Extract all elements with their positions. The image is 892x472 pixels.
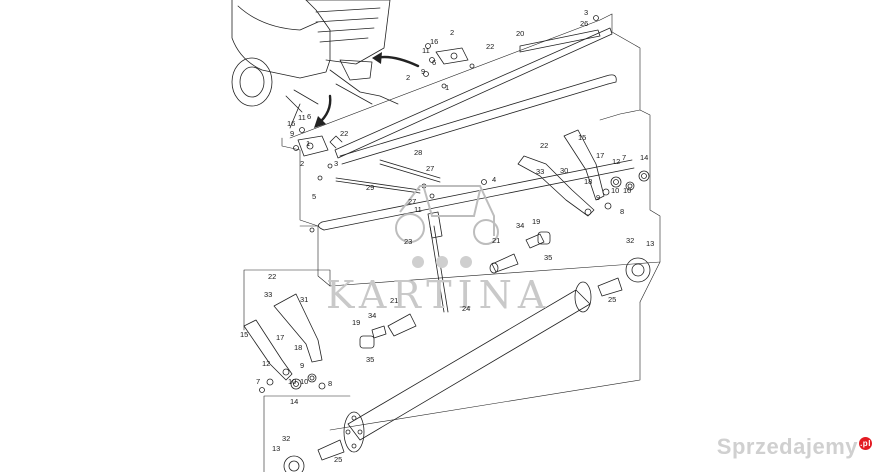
bushing-parts-left [359,313,417,349]
callout-label: 5 [312,192,316,201]
callout-label: 13 [646,239,654,248]
rod-parts-28-29 [335,159,441,194]
callout-label: 10 [300,377,308,386]
callout-label: 32 [282,434,290,443]
callout-label: 32 [626,236,634,245]
callout-label: 14 [290,397,298,406]
callout-label: 6 [307,112,311,121]
callout-label: 23 [404,237,412,246]
callout-label: 9 [596,193,600,202]
callout-label: 8 [328,379,332,388]
callout-label: 12 [262,359,270,368]
callout-label: 17 [596,151,604,160]
callout-label: 7 [256,377,260,386]
callout-label: 17 [276,333,284,342]
callout-label: 21 [390,296,398,305]
callout-label: 22 [540,141,548,150]
callout-label: 16 [430,37,438,46]
roller-part-24 [343,281,592,453]
callout-label: 33 [536,167,544,176]
callout-label: 25 [334,455,342,464]
callout-label: 11 [298,113,306,122]
bushing-parts-right [489,231,551,274]
callout-label: 27 [408,197,416,206]
callout-label: 13 [272,444,280,453]
callout-label: 1 [306,139,310,148]
callout-label: 29 [366,183,374,192]
callout-label: 10 [288,377,296,386]
callout-label: 10 [611,186,619,195]
callout-label: 2 [450,28,454,37]
watermark: KARTINA [326,185,551,317]
callout-label: 21 [492,236,500,245]
callout-label: 18 [584,177,592,186]
callout-label: 19 [532,217,540,226]
rail-part-1 [339,74,617,165]
assembly-outline [243,13,661,472]
callout-label: 11 [414,205,422,214]
callout-label: 20 [516,29,524,38]
callout-label: 11 [422,46,430,55]
callout-label: 12 [612,157,620,166]
callout-label: 8 [620,207,624,216]
baler-machine-outline [231,0,399,129]
callout-label: 19 [352,318,360,327]
callout-label: 10 [623,186,631,195]
callout-label: 22 [268,272,276,281]
crossbar-part-20 [329,27,613,159]
right-arm-assembly-upper [517,129,650,217]
sprocket-parts-32 [283,257,651,472]
callout-label: 9 [300,361,304,370]
callout-label: 3 [334,159,338,168]
callout-label: 34 [516,221,524,230]
callout-label: 6 [432,58,436,67]
callout-label: 30 [560,166,568,175]
callout-label: 2 [406,73,410,82]
callout-label: 22 [486,42,494,51]
callout-label: 33 [264,290,272,299]
callout-label: 34 [368,311,376,320]
shaft-end-parts-25 [317,277,623,461]
upper-left-bracket [297,47,469,157]
callout-label: 9 [290,129,294,138]
callout-label: 3 [584,8,588,17]
left-arm-assembly-lower [243,293,326,393]
callout-label: 2 [300,159,304,168]
pointer-arrows [316,55,420,126]
callout-label: 31 [300,295,308,304]
callout-label: 25 [608,295,616,304]
callout-label: 7 [622,153,626,162]
callout-label: 28 [414,148,422,157]
callout-label: 26 [580,19,588,28]
callout-label: 27 [426,164,434,173]
callout-label: 4 [492,175,496,184]
site-brand-watermark: Sprzedajemy.pl [717,434,872,460]
callout-label: 35 [544,253,552,262]
callout-label: 16 [287,119,295,128]
callout-label: 9 [421,67,425,76]
gas-spring-part-23 [427,211,449,313]
brand-name: Sprzedajemy [716,434,858,459]
callout-label: 24 [462,304,470,313]
callout-label: 35 [366,355,374,364]
callout-label: 1 [445,83,449,92]
callout-label: 18 [294,343,302,352]
callout-label: 14 [640,153,648,162]
callout-label: 15 [578,133,586,142]
callout-label: 15 [240,330,248,339]
rail-part-5 [318,159,635,231]
watermark-text: KARTINA [326,273,551,317]
callout-label: 22 [340,129,348,138]
brand-suffix-badge: .pl [859,436,872,450]
